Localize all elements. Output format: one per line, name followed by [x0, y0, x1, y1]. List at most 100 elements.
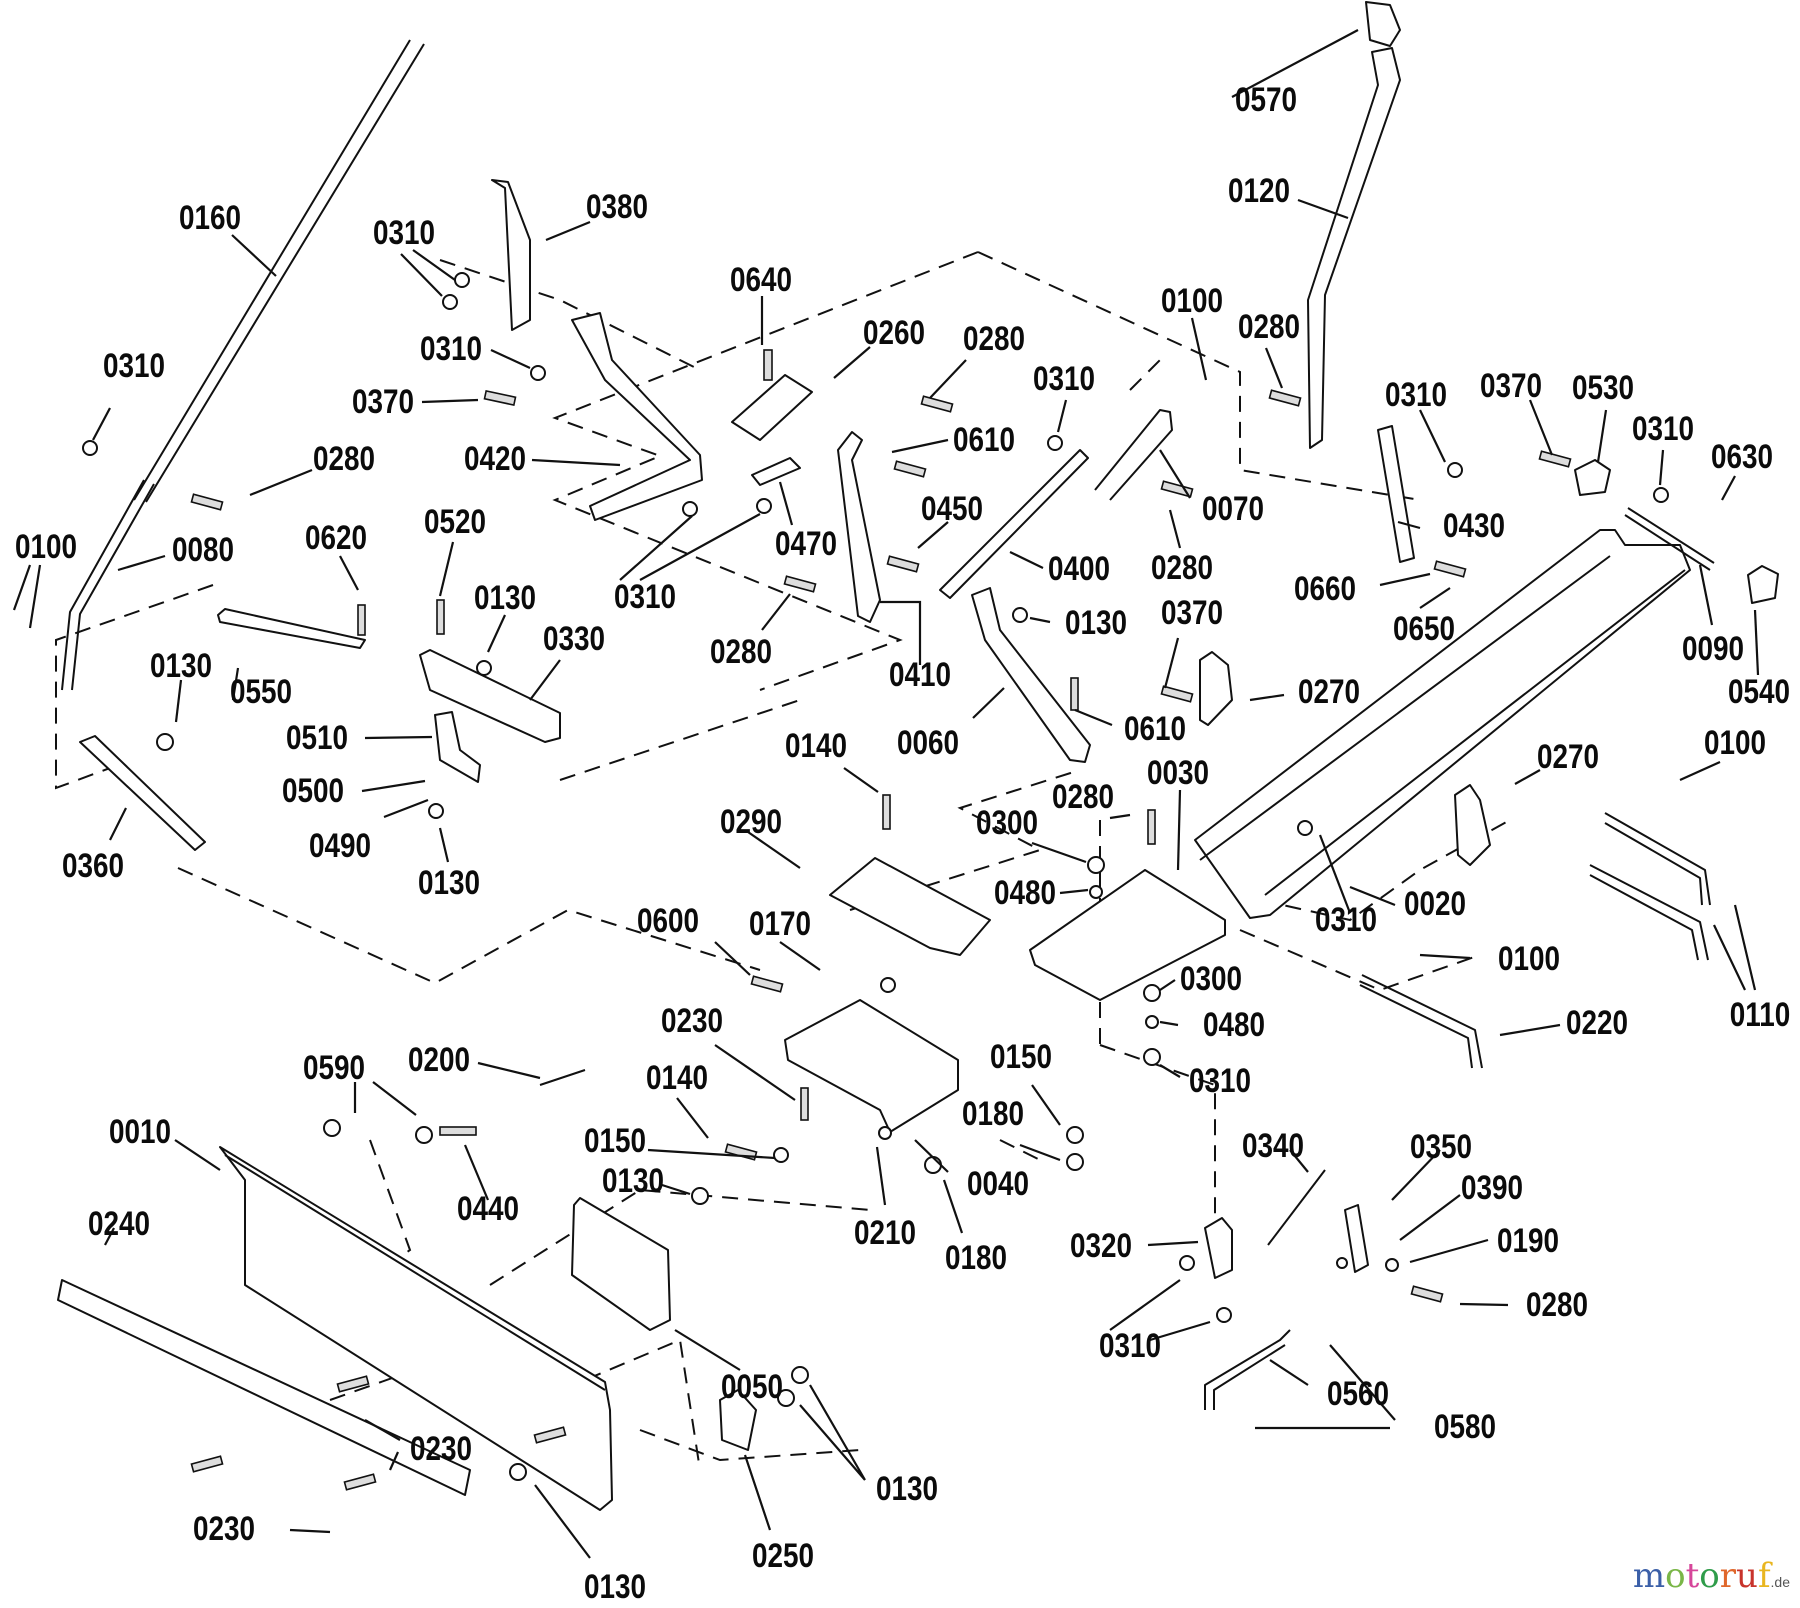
leader-line: [1176, 789, 1182, 871]
callout-label: 0340: [1241, 1127, 1305, 1165]
nut-icon: [1012, 607, 1028, 623]
bolt-icon: [1538, 450, 1572, 468]
strap-0360: [79, 735, 206, 851]
callout-label: 0130: [583, 1568, 647, 1606]
watermark-letter: t: [1685, 1556, 1700, 1596]
main-frame-0020: [1194, 529, 1691, 919]
leader-line: [421, 398, 479, 404]
leader-line: [674, 1329, 741, 1371]
leader-line: [1255, 1344, 1396, 1430]
leader-line: [1379, 572, 1431, 587]
leader-line: [1074, 708, 1113, 727]
leader-line: [1679, 760, 1721, 782]
callout-label: 0480: [1202, 1006, 1266, 1044]
callout-label: 0330: [542, 620, 606, 658]
leader-line: [372, 1081, 417, 1116]
leader-line: [531, 458, 621, 467]
leader-line: [1264, 347, 1284, 389]
callout-label: 0610: [952, 421, 1016, 459]
plate-0030: [1029, 869, 1226, 1001]
leader-line: [529, 659, 561, 701]
rod-0070: [1094, 409, 1173, 501]
callout-label: 0380: [585, 188, 649, 226]
leader-line: [231, 667, 240, 701]
leader-line: [799, 1384, 866, 1481]
guide-line: [1239, 929, 1481, 992]
watermark-tld: .de: [1770, 1574, 1790, 1590]
blade-0010: [219, 1146, 613, 1511]
leader-line: [1397, 520, 1421, 530]
callout-label: 0500: [281, 772, 345, 810]
callout-label: 0270: [1536, 738, 1600, 776]
leader-line: [438, 827, 450, 863]
callout-label: 0310: [1631, 410, 1695, 448]
leader-line: [1249, 693, 1285, 702]
callout-label: 0100: [1497, 940, 1561, 978]
leader-line: [249, 468, 313, 497]
leader-line: [714, 941, 751, 976]
leader-line: [231, 234, 277, 277]
nut-icon: [476, 660, 492, 676]
watermark-letter: o: [1665, 1556, 1686, 1596]
callout-label: 0390: [1460, 1169, 1524, 1207]
leader-line: [1056, 399, 1068, 433]
leader-line: [438, 541, 455, 597]
leader-line: [1514, 769, 1541, 785]
washer-icon: [880, 977, 896, 993]
leader-line: [779, 941, 821, 971]
callout-label: 0100: [1160, 282, 1224, 320]
leader-line: [1349, 885, 1396, 907]
guide-line: [1259, 819, 1511, 922]
leader-line: [12, 564, 42, 629]
nut-icon: [791, 1366, 809, 1384]
guide-line: [489, 1338, 701, 1471]
leader-line: [477, 1061, 541, 1080]
leader-line: [1159, 1064, 1181, 1078]
nut-icon: [156, 733, 174, 751]
leader-line: [1528, 399, 1554, 456]
leader-line: [891, 438, 949, 454]
bolt-icon: [436, 599, 445, 635]
callout-label: 0240: [87, 1205, 151, 1243]
washer-icon: [1143, 984, 1161, 1002]
leader-line: [747, 831, 801, 869]
leader-line: [1399, 1194, 1461, 1241]
callout-label: 0580: [1433, 1408, 1497, 1446]
leader-line: [647, 1148, 776, 1160]
handle-0120: [1307, 47, 1401, 449]
callout-label: 0280: [312, 440, 376, 478]
callout-label: 0130: [601, 1162, 665, 1200]
leader-line: [117, 554, 166, 572]
main-frame-0020-edge: [1199, 555, 1686, 896]
callout-label: 0310: [1314, 901, 1378, 939]
pin-0220: [1359, 974, 1483, 1069]
leader-line: [1391, 1149, 1441, 1201]
leader-line: [619, 513, 761, 581]
lever-0350: [1344, 1204, 1369, 1273]
nut-icon: [82, 440, 98, 456]
callout-label: 0080: [171, 531, 235, 569]
guide-line: [849, 769, 1081, 911]
callout-label: 0130: [473, 579, 537, 617]
callout-label: 0260: [862, 314, 926, 352]
bolt-icon: [1268, 389, 1302, 407]
callout-label: 0130: [149, 647, 213, 685]
callout-label: 0120: [1227, 172, 1291, 210]
leader-line: [1269, 1359, 1309, 1386]
callout-label: 0060: [896, 724, 960, 762]
leader-line: [1753, 609, 1760, 676]
bolt-icon: [357, 604, 366, 636]
leader-line: [1231, 29, 1359, 98]
watermark-letter: f: [1757, 1556, 1771, 1596]
callout-label: 0290: [719, 803, 783, 841]
guide-line: [977, 251, 1421, 501]
leader-line: [1109, 813, 1131, 820]
callout-label: 0100: [1703, 724, 1767, 762]
callout-label: 0140: [784, 727, 848, 765]
callout-label: 0630: [1710, 438, 1774, 476]
washer-icon: [1385, 1258, 1399, 1272]
leader-line: [1109, 1279, 1211, 1342]
callout-label: 0310: [1098, 1327, 1162, 1365]
leader-line: [929, 359, 967, 399]
leader-line: [289, 1528, 331, 1534]
